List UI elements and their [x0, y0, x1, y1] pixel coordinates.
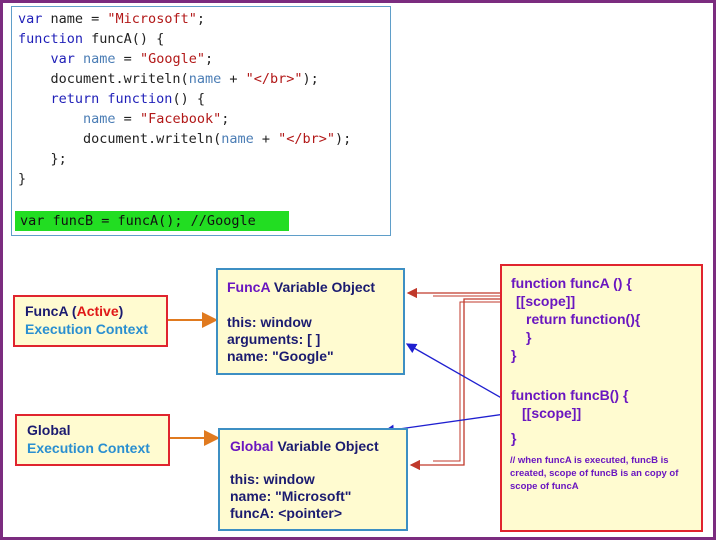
global-variable-object: Global Variable Object this: window name…	[218, 428, 408, 531]
code-token: ;	[221, 111, 230, 127]
funcb-to-global-vo-arrow	[383, 411, 520, 435]
code-line: var name = "Microsoft";	[18, 10, 205, 28]
funca-close: }	[511, 347, 517, 363]
funca-ec-name: FuncA	[25, 303, 69, 319]
funca-ec-label: Execution Context	[25, 321, 148, 337]
code-token: };	[18, 151, 67, 167]
code-line: document.writeln(name + "</br>");	[18, 130, 351, 148]
funca-variable-object: FuncA Variable Object this: window argum…	[216, 268, 405, 375]
code-token: name	[83, 111, 116, 127]
code-token: var	[18, 11, 51, 27]
funca-definition-header: function funcA () {	[511, 275, 632, 291]
funcb-close: }	[511, 430, 517, 446]
global-execution-context: Global Execution Context	[15, 414, 170, 466]
funca-return-line: return function(){	[526, 311, 641, 327]
code-line: };	[18, 150, 67, 168]
funca-ec-paren-open: (	[68, 303, 77, 319]
code-token: "</br>"	[278, 131, 336, 147]
code-token: name	[188, 71, 222, 87]
code-token: document.writeln(	[18, 71, 189, 87]
funca-vo-line: arguments: [ ]	[227, 331, 321, 347]
code-token: "Microsoft"	[107, 11, 197, 27]
funca-execution-context: FuncA (Active) Execution Context	[13, 295, 168, 347]
code-token: return function	[50, 91, 173, 107]
global-scope-arrow-line2	[433, 301, 514, 462]
code-token: document.writeln(	[18, 131, 222, 147]
code-token: name	[221, 131, 254, 147]
global-scope-arrow	[409, 298, 514, 471]
global-vo-line: funcA: <pointer>	[230, 505, 343, 521]
funca-inner-close: }	[526, 329, 532, 345]
code-token: funcA() {	[91, 31, 165, 47]
code-line: function funcA() {	[18, 30, 164, 48]
global-vo-name: Global	[230, 438, 274, 454]
code-line: }	[18, 170, 26, 188]
code-token: +	[253, 131, 279, 147]
code-token: =	[115, 51, 140, 67]
funca-vo-name: FuncA	[227, 279, 271, 295]
function-scope-panel: function funcA () { [[scope]] return fun…	[500, 264, 703, 532]
code-line: document.writeln(name + "</br>");	[18, 70, 319, 88]
global-vo-line: this: window	[230, 471, 315, 487]
funca-ec-title: FuncA (Active)	[25, 303, 123, 320]
code-token: ;	[196, 11, 205, 27]
highlight-code-text: var funcB = funcA(); //Google	[20, 213, 256, 229]
code-token: "Facebook"	[139, 111, 222, 127]
scope-explanation-note: // when funcA is executed, funcB is crea…	[510, 455, 679, 492]
code-line: var name = "Google";	[18, 50, 214, 68]
funca-vo-title: FuncA Variable Object	[227, 279, 375, 296]
global-vo-title-rest: Variable Object	[273, 438, 379, 454]
code-highlight-line: var funcB = funcA(); //Google	[15, 211, 289, 231]
code-line: name = "Facebook";	[18, 110, 229, 128]
code-panel: var name = "Microsoft"; function funcA() …	[11, 6, 391, 236]
code-line: return function() {	[18, 90, 205, 108]
global-ec-label: Execution Context	[27, 440, 150, 456]
code-token: =	[115, 111, 140, 127]
global-vo-title: Global Variable Object	[230, 438, 379, 455]
code-token: "</br>"	[245, 71, 303, 87]
funca-scope-label: [[scope]]	[516, 293, 576, 309]
code-token: function	[18, 31, 92, 47]
active-label: Active	[76, 303, 119, 319]
code-token: }	[18, 171, 27, 187]
funca-vo-line: name: "Google"	[227, 348, 334, 364]
code-token: );	[302, 71, 319, 87]
funcb-definition-header: function funcB() {	[511, 387, 629, 403]
code-token: ;	[204, 51, 214, 67]
code-token: name =	[50, 11, 108, 27]
global-ec-name: Global	[27, 422, 71, 438]
code-token: +	[221, 71, 246, 87]
code-token: var	[50, 51, 84, 67]
code-token: name	[83, 51, 116, 67]
global-vo-line: name: "Microsoft"	[230, 488, 352, 504]
code-token: );	[335, 131, 352, 147]
funca-vo-line: this: window	[227, 314, 312, 330]
funca-vo-title-rest: Variable Object	[270, 279, 376, 295]
code-token: () {	[172, 91, 205, 107]
funca-ec-paren-close: )	[118, 303, 124, 319]
code-token: "Google"	[139, 51, 205, 67]
funcb-scope-label: [[scope]]	[522, 405, 582, 421]
